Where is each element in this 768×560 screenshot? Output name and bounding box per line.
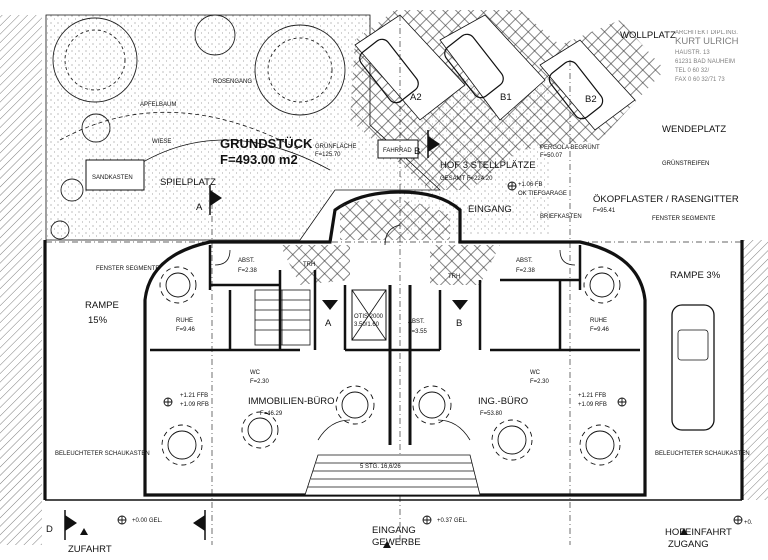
rosengang-label: ROSENGANG: [213, 79, 252, 85]
otis-dim: 3.50/1.60: [354, 322, 380, 328]
abst-left-label: ABST.: [238, 258, 255, 264]
wiese-label: WIESE: [152, 139, 171, 145]
car-icon: [671, 304, 715, 431]
svg-text:61231 BAD NAUHEIM: 61231 BAD NAUHEIM: [675, 59, 735, 65]
level-left-rfb: +1.09 RFB: [180, 402, 209, 408]
hofeinfahrt-line1: HOFEINFAHRT: [665, 527, 732, 538]
fahrrad-label: FAHRRAD: [383, 148, 412, 154]
tiefgarage-label: OK TIEFGARAGE: [518, 191, 567, 197]
trh-left-label: TRH: [303, 262, 315, 268]
eingang-label: EINGANG: [468, 204, 512, 215]
immobilien-label: IMMOBILIEN-BÜRO: [248, 396, 335, 407]
abst-mid-area: F=3.55: [408, 329, 428, 335]
car-b1-label: B1: [500, 92, 512, 103]
wendeplatz-label: WENDEPLATZ: [662, 124, 726, 135]
ing-buero-area: F=53.80: [480, 411, 503, 417]
rampe-right-label: RAMPE 3%: [670, 270, 721, 281]
sandkasten-label: SANDKASTEN: [92, 175, 133, 181]
table-chairs-icon: [159, 266, 621, 466]
door-swing-icon: [214, 224, 576, 441]
building-outline: [43, 190, 744, 501]
car-b2-label: B2: [585, 94, 597, 105]
architect-stamp: ARCHITEKT DIPL.ING. KURT ULRICH HAUSTR. …: [675, 30, 739, 83]
ruhe-left-area: F=9.46: [176, 327, 196, 333]
level-left-ffb: +1.21 FFB: [180, 393, 208, 399]
abst-mid-label: ABST.: [408, 319, 425, 325]
ing-buero-label: ING.-BÜRO: [478, 396, 528, 407]
immobilien-area: F=46.29: [260, 411, 283, 417]
bike-rack: [377, 139, 419, 159]
fenster-left-label: FENSTER SEGMENTE: [96, 266, 159, 272]
oekopflaster-label: ÖKOPFLASTER / RASENGITTER: [593, 194, 739, 205]
svg-text:TEL 0 60 32/: TEL 0 60 32/: [675, 68, 709, 74]
schaukasten-left-label: BELEUCHTETER SCHAUKASTEN: [55, 451, 150, 457]
tiefgarage-level: +1.06 FB: [518, 182, 543, 188]
tree-icon: [50, 14, 346, 240]
wc-left-area: F=2.30: [250, 379, 270, 385]
section-a-mid: A: [325, 318, 332, 329]
section-a-top: A: [196, 202, 203, 213]
pergola-area: F=50.07: [540, 153, 563, 159]
wollplatz-label: WOLLPLATZ: [620, 30, 676, 41]
elevator: [351, 289, 387, 341]
level-right-rfb: +1.09 RFB: [578, 402, 607, 408]
entrance-stairs: [304, 454, 481, 496]
section-b-mid: B: [456, 318, 462, 329]
section-arrow-icon: [64, 130, 468, 540]
section-d-label: D: [46, 524, 53, 535]
neighbour-left-hatch: [0, 15, 42, 545]
sandbox: [85, 159, 145, 191]
eingang-gewerbe-line2: GEWERBE: [372, 537, 421, 548]
schaukasten-right-label: BELEUCHTETER SCHAUKASTEN: [655, 451, 750, 457]
ruhe-right-area: F=9.46: [590, 327, 610, 333]
svg-text:FAX 0 60 32/71 73: FAX 0 60 32/71 73: [675, 77, 725, 83]
gruenflaeche-label: GRÜNFLÄCHE: [315, 143, 356, 150]
level-right-edge: +0.: [744, 520, 753, 526]
gruenflaeche-area: F=125.70: [315, 152, 341, 158]
level-right-ffb: +1.21 FFB: [578, 393, 606, 399]
parking-bays: [354, 14, 636, 131]
section-b-top: B: [414, 146, 420, 157]
rampe-left-label: RAMPE: [85, 300, 119, 311]
abst-right-label: ABST.: [516, 258, 533, 264]
hof-label: HOF 3 STELLPLÄTZE: [440, 160, 536, 171]
car-icon: [359, 33, 604, 120]
svg-text:ARCHITEKT DIPL.ING.: ARCHITEKT DIPL.ING.: [675, 30, 738, 36]
fenster-right-label: FENSTER SEGMENTE: [652, 216, 715, 222]
wc-right-label: WC: [530, 370, 541, 376]
abst-left-area: F=2.38: [238, 268, 258, 274]
level-zero: +0.00 GEL.: [132, 518, 163, 524]
abst-right-area: F=2.38: [516, 268, 536, 274]
grundstueck-title: GRUNDSTÜCK: [220, 136, 313, 151]
neighbour-right-hatch: [742, 240, 768, 500]
level-marker-icon: [117, 181, 743, 525]
svg-text:KURT ULRICH: KURT ULRICH: [675, 36, 739, 47]
stairs-label: 5 STG. 16,6/26: [360, 464, 401, 470]
grundstueck-area: F=493.00 m2: [220, 152, 298, 167]
stair-icon: [254, 289, 311, 346]
level-037: +0.37 GEL.: [437, 518, 468, 524]
eingang-gewerbe-line1: EINGANG: [372, 525, 416, 536]
wc-left-label: WC: [250, 370, 261, 376]
hofeinfahrt-line2: ZUGANG: [668, 539, 709, 550]
zufahrt-label: ZUFAHRT: [68, 544, 112, 555]
apfelbaum-label: APFELBAUM: [140, 102, 176, 108]
svg-text:HAUSTR. 13: HAUSTR. 13: [675, 50, 710, 56]
gruenstreifen-label: GRÜNSTREIFEN: [662, 160, 709, 167]
otis-label: OTIS 2000: [354, 314, 384, 320]
car-a2-label: A2: [410, 92, 422, 103]
wc-right-area: F=2.30: [530, 379, 550, 385]
ruhe-right-label: RUHE: [590, 318, 607, 324]
interior-walls: [150, 245, 640, 445]
hof-area: GESAMT F=224.20: [440, 176, 493, 182]
rampe-left-pct: 15%: [88, 315, 108, 326]
spielplatz-label: SPIELPLATZ: [160, 177, 216, 188]
briefkasten-label: BRIEFKASTEN: [540, 214, 582, 220]
trh-right-label: TRH: [448, 274, 460, 280]
ruhe-left-label: RUHE: [176, 318, 193, 324]
oekopflaster-area: F=95.41: [593, 208, 616, 214]
